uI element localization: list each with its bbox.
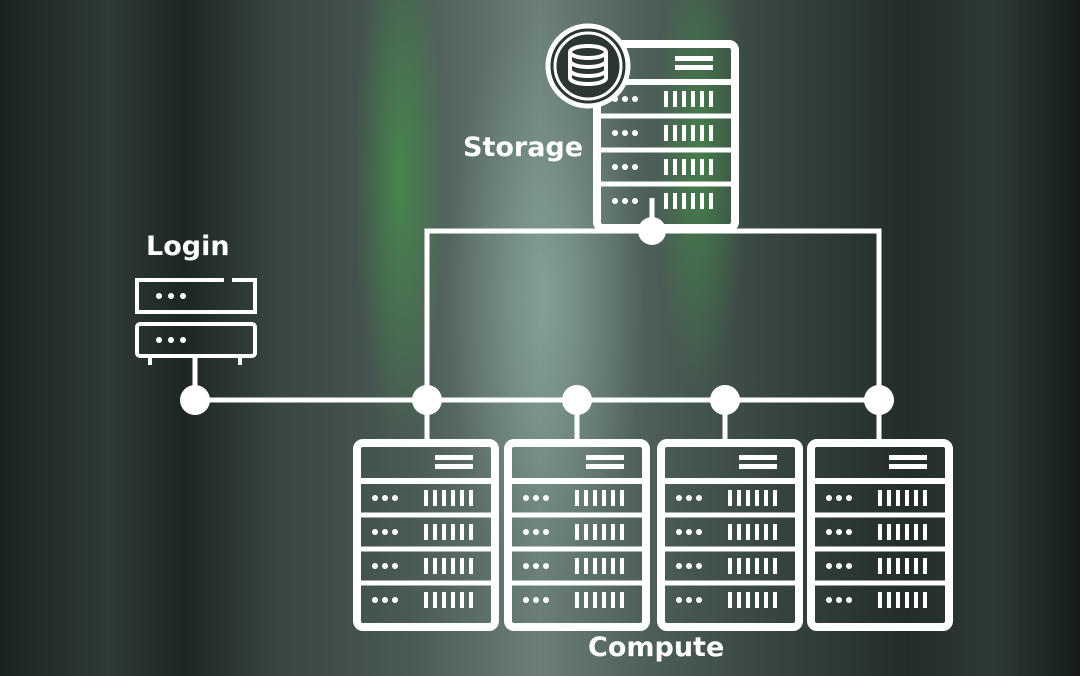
compute-3-junction-node (710, 385, 740, 415)
compute-label: Compute (588, 632, 725, 663)
compute-4-junction-node (864, 385, 894, 415)
compute-server-2-icon (508, 443, 646, 627)
compute-server-4-icon (811, 443, 949, 627)
login-label: Login (146, 231, 230, 262)
compute-server-1-icon (357, 443, 495, 627)
compute-1-junction-node (412, 385, 442, 415)
login-junction-node (180, 385, 210, 415)
storage-label: Storage (463, 132, 584, 163)
storage-loop-line (424, 228, 882, 400)
login-server-icon (135, 278, 257, 365)
database-icon (545, 23, 631, 109)
compute-2-junction-node (562, 385, 592, 415)
compute-server-3-icon (661, 443, 799, 627)
connection-lines (192, 198, 882, 446)
